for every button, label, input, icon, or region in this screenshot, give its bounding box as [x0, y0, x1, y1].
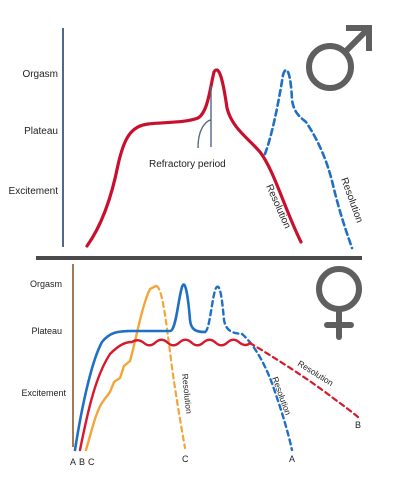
- male-repeat-response-dashed-curve: [263, 68, 354, 250]
- male-resolution-label-2: Resolution: [338, 176, 365, 224]
- curve-c-resolution-dashed: [154, 284, 187, 450]
- start-label-c: C: [88, 457, 95, 467]
- end-label-c: C: [182, 454, 189, 464]
- male-level-orgasm: Orgasm: [22, 69, 58, 80]
- male-panel: Orgasm Plateau Excitement Refractory per…: [9, 25, 372, 250]
- refractory-period-bracket: [197, 86, 212, 149]
- male-level-excitement: Excitement: [9, 186, 59, 197]
- curve-b-resolution-dashed: [248, 341, 360, 419]
- female-level-orgasm: Orgasm: [30, 279, 62, 289]
- female-symbol-icon: [316, 266, 362, 340]
- start-label-b: B: [79, 457, 85, 467]
- male-response-curve: [85, 68, 303, 248]
- female-level-excitement: Excitement: [21, 388, 66, 398]
- female-level-plateau: Plateau: [31, 326, 62, 336]
- male-level-plateau: Plateau: [24, 126, 58, 137]
- curve-b-solid: [78, 338, 252, 452]
- refractory-period-label: Refractory period: [149, 159, 226, 170]
- curve-a-resolution-dashed: [240, 332, 294, 452]
- male-symbol-icon: [306, 25, 372, 91]
- resolution-label-b: Resolution: [296, 358, 336, 388]
- end-label-a: A: [289, 454, 295, 464]
- curve-c-solid: [84, 284, 158, 452]
- end-label-b: B: [355, 420, 361, 430]
- female-panel: Orgasm Plateau Excitement A B C C A B Re…: [21, 264, 362, 467]
- start-label-a: A: [70, 457, 76, 467]
- resolution-label-c: Resolution: [180, 373, 194, 414]
- resolution-label-a: Resolution: [270, 375, 293, 416]
- curve-a-solid: [73, 283, 207, 452]
- curve-a-repeat-dashed: [203, 285, 244, 336]
